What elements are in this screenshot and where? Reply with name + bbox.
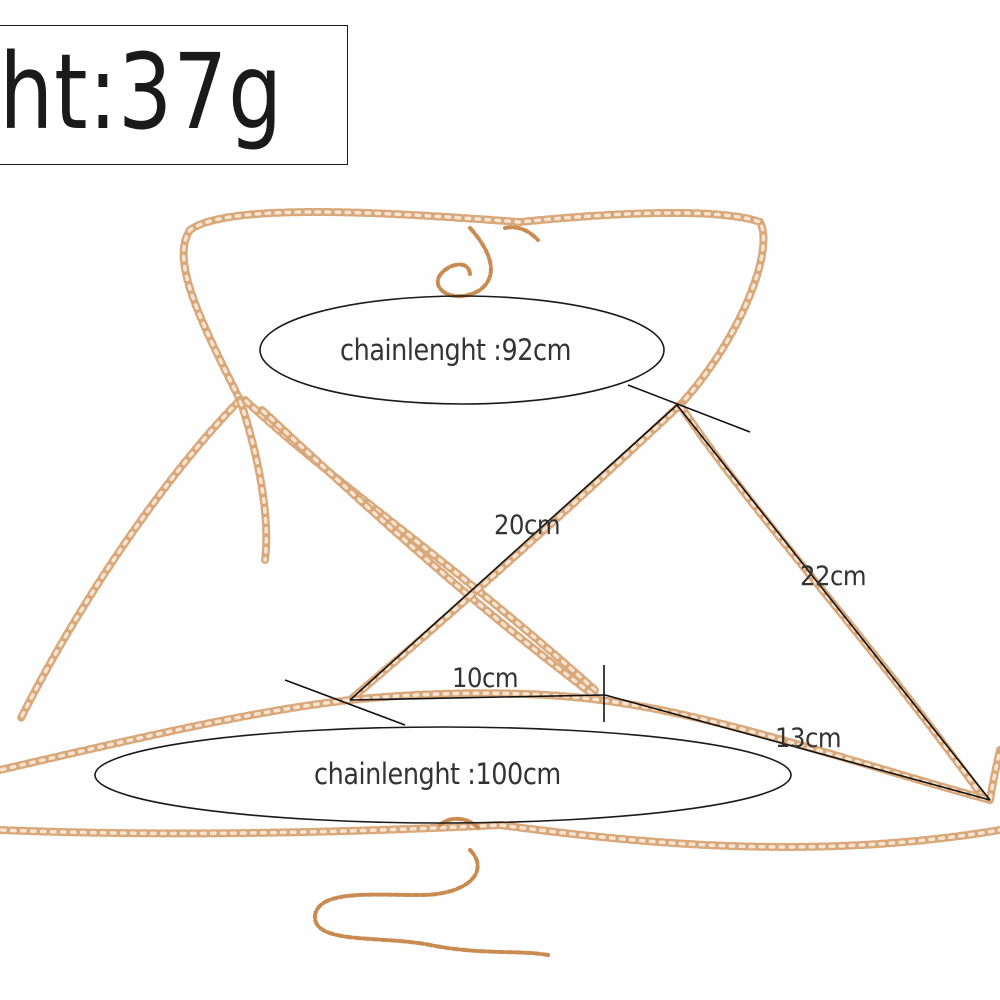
chain-apex-left-stones (348, 403, 682, 702)
oval-92cm (259, 295, 665, 405)
chain-length-92-label: chainlenght :92cm (340, 333, 572, 367)
extension-chain-top (435, 226, 493, 299)
measurement-lines (284, 384, 991, 801)
measure-line-13 (604, 694, 991, 801)
oval-100cm (94, 726, 792, 824)
measure-10cm-label: 10cm (452, 663, 519, 694)
chain-band-upper-stones (0, 691, 992, 802)
chain-left-outer (16, 396, 244, 724)
measure-line-10 (349, 694, 606, 701)
measure-20cm-label: 20cm (494, 510, 561, 541)
measure-13cm-label: 13cm (775, 723, 842, 754)
chain-band-lower (0, 820, 1000, 851)
extension-chain-bottom (312, 848, 550, 957)
chain-left-outer-stones (18, 398, 242, 722)
measure-22cm-label: 22cm (800, 561, 867, 592)
chain-top-loop (179, 208, 768, 409)
chain-top-loop-stones (181, 210, 766, 407)
measure-line-22 (676, 404, 991, 801)
measure-line-20 (349, 404, 678, 701)
tick-top (627, 384, 751, 433)
tick-left (284, 679, 406, 726)
weight-box: ght:37g (0, 25, 348, 165)
rhinestone-chains (0, 208, 1000, 851)
chain-band-lower-stones (0, 823, 1000, 849)
extension-chain-top-hook (503, 225, 540, 242)
weight-label: ght:37g (0, 31, 283, 153)
chain-left-inner-stones (238, 398, 269, 562)
chain-right-curl-stones (988, 748, 1000, 802)
chain-length-100-label: chainlenght :100cm (314, 757, 561, 791)
length-ovals (94, 295, 792, 824)
chain-cross-b-stones (260, 408, 602, 702)
